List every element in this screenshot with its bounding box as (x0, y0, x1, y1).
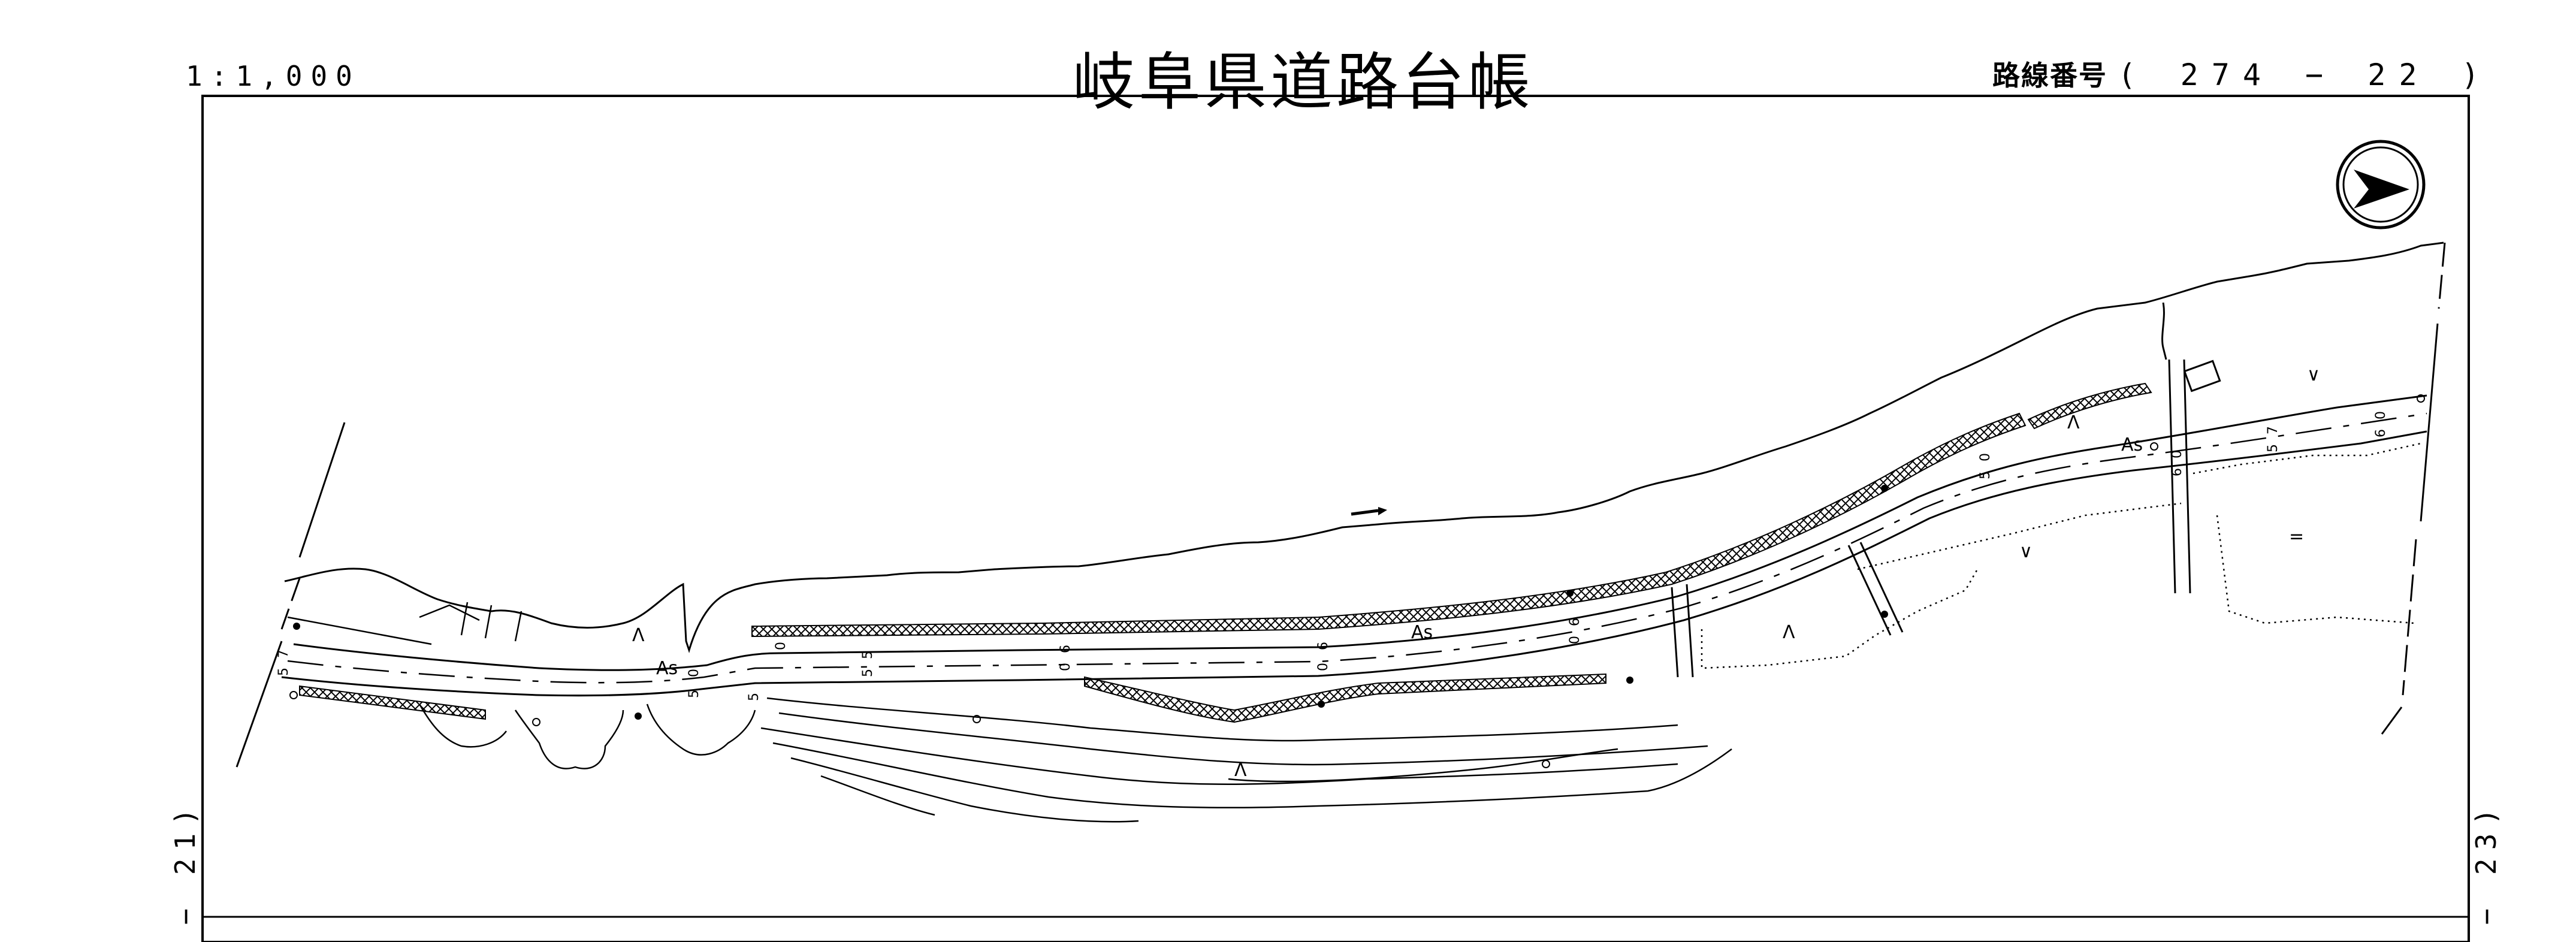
contours (760, 697, 1732, 823)
match-line-left (235, 422, 346, 768)
field-symbol: Λ (1783, 622, 1795, 643)
width-mark: 0 (2373, 411, 2388, 419)
field-symbol: Λ (1234, 760, 1247, 781)
flow-direction-arrow-icon (1351, 507, 1387, 516)
width-mark: 6 (1568, 618, 1583, 626)
surface-label: As (656, 658, 678, 679)
hatch-strip-south (1084, 673, 1606, 723)
paddy-symbol: ∨ (2019, 541, 2033, 562)
paddy-symbol: ∨ (2307, 364, 2320, 385)
width-mark: 6 (1316, 642, 1331, 650)
river-bank (284, 241, 2444, 653)
vegetation (418, 704, 756, 769)
width-mark: 5 (276, 668, 291, 676)
width-mark: 5 (747, 693, 762, 701)
width-mark: 0 (1978, 453, 1993, 461)
map-scale: 1:1,000 (186, 60, 361, 92)
open-points (289, 394, 2425, 768)
route-number: 路線番号 ( 274 − 22 ) (1992, 54, 2493, 93)
width-marks: 5 7 5 0 5 0 5 5 6 0 6 0 6 0 5 0 6 0 5 7 … (276, 411, 2388, 701)
width-mark: 5 (860, 669, 875, 677)
other-symbol: = (2289, 526, 2304, 547)
field-plots (1701, 442, 2421, 669)
page-title: 岐阜県道路台帳 (1073, 46, 1535, 119)
width-mark: 5 (687, 690, 702, 698)
field-symbol: Λ (2067, 412, 2080, 433)
match-line-right (2381, 242, 2446, 735)
map-frame (201, 95, 2470, 942)
width-mark: 6 (2170, 468, 2185, 476)
structure-box (2183, 360, 2221, 393)
width-mark: 0 (2170, 450, 2185, 458)
field-symbol: Λ (632, 625, 645, 646)
width-mark: 5 (2266, 444, 2281, 452)
west-hill (287, 602, 523, 645)
survey-points (293, 485, 1888, 720)
width-mark: 0 (1316, 663, 1331, 671)
cross-drain (1671, 359, 2191, 678)
route-number-value: ( 274 − 22 ) (2118, 58, 2493, 92)
width-mark: 5 (1978, 471, 1993, 479)
route-number-label: 路線番号 (1992, 59, 2107, 92)
road (281, 394, 2427, 697)
width-mark: 0 (687, 669, 702, 677)
width-mark: 6 (1058, 645, 1073, 653)
hatch-strip-north (751, 412, 2027, 638)
width-mark: 6 (2373, 429, 2388, 437)
surface-label: As (1411, 622, 1433, 643)
hatch-strip-north-2 (2027, 382, 2152, 430)
width-mark: 7 (2266, 426, 2281, 434)
width-mark: 0 (1568, 636, 1583, 644)
north-arrow-icon (2336, 140, 2426, 230)
width-mark: 7 (276, 650, 291, 658)
width-mark: 0 (1058, 663, 1073, 671)
retaining-wall (299, 685, 486, 720)
width-mark: 5 (860, 651, 875, 659)
surface-label: As (2121, 434, 2143, 455)
width-mark: 0 (774, 642, 789, 650)
